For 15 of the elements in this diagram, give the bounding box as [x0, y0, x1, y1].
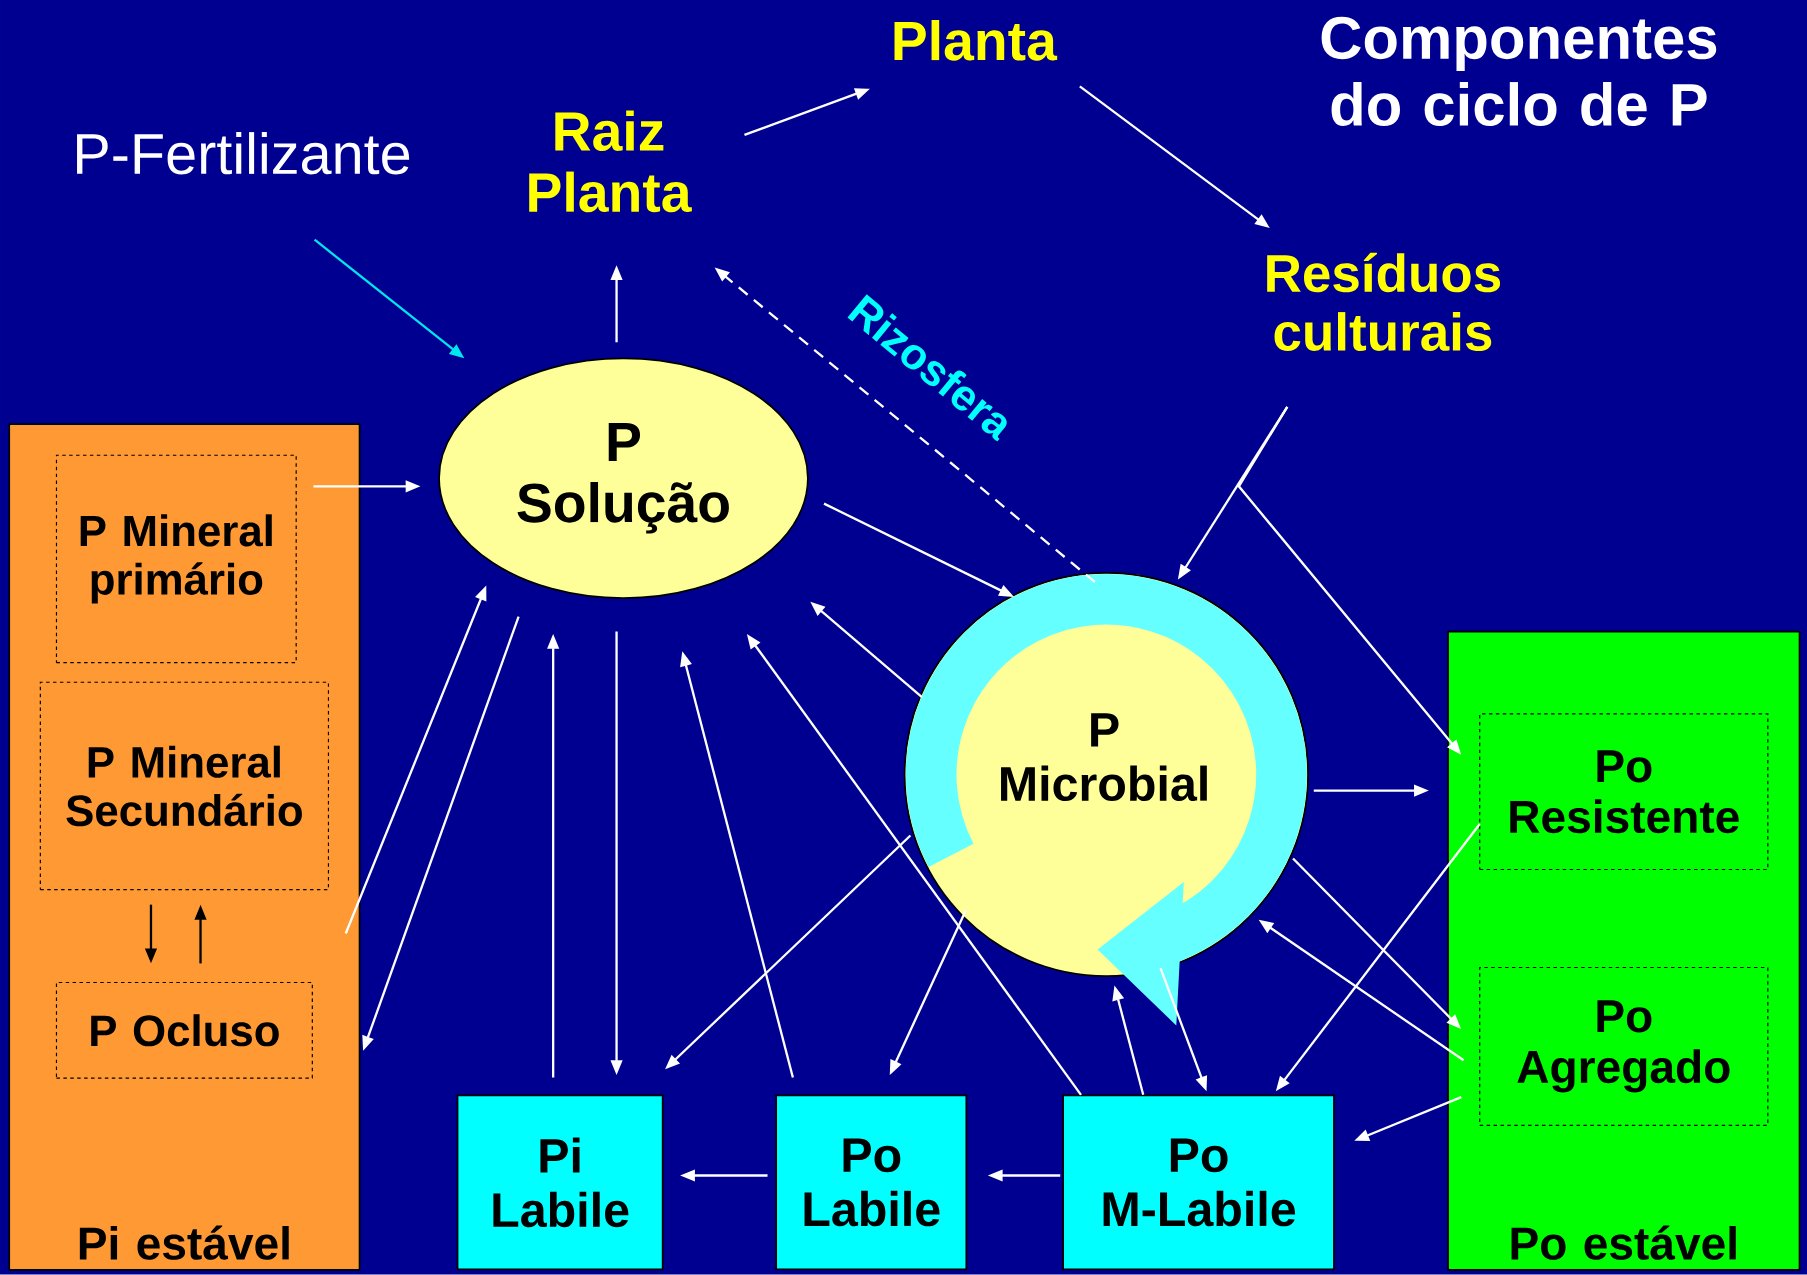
dashed-box: Po Resistente — [1479, 713, 1769, 871]
dashed-box: P Mineral Secundário — [39, 681, 330, 891]
title: Componentes do ciclo de P — [1321, 17, 1717, 127]
dashed-box: P Ocluso — [55, 982, 313, 1079]
process-box: Po M-Labile — [1062, 1094, 1335, 1271]
node-label: Planta — [894, 20, 1058, 61]
dashed-box: P Mineral primário — [55, 454, 297, 664]
node-label: P-Fertilizante — [77, 132, 410, 175]
dashed-box: Po Agregado — [1479, 967, 1769, 1127]
node-label: Resíduos culturais — [1267, 253, 1501, 352]
ellipse-node: P Solução — [438, 357, 809, 600]
node-label: Raiz Planta — [529, 110, 692, 213]
process-box: Po Labile — [775, 1094, 968, 1271]
process-box: Pi Labile — [456, 1094, 664, 1271]
circle-node: P Microbial — [903, 572, 1309, 978]
